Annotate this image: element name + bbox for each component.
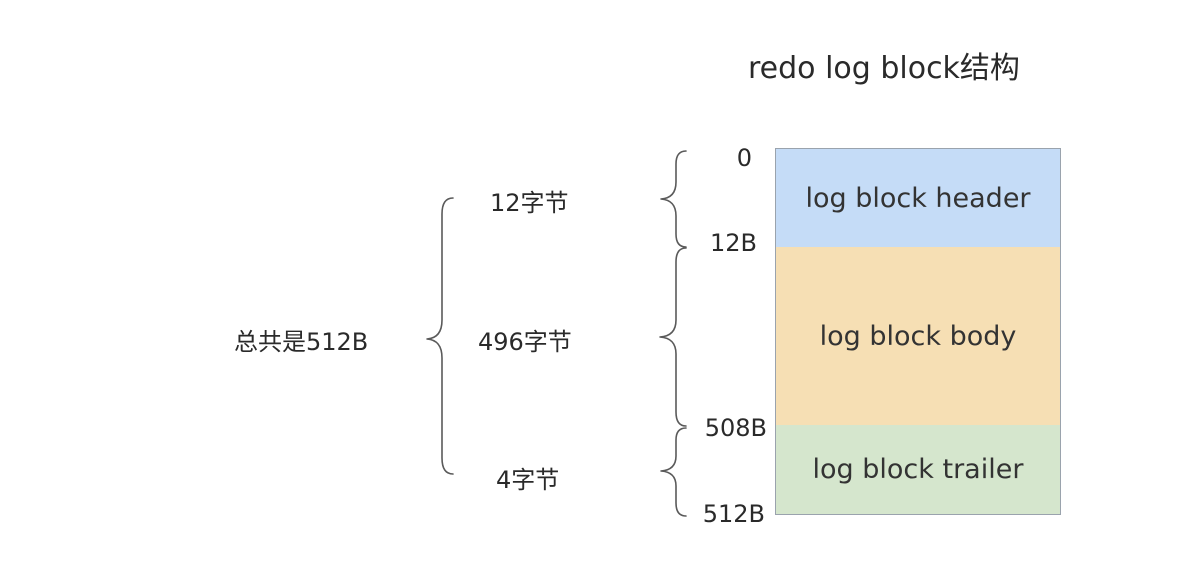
brace-body (659, 247, 687, 427)
brace-total (426, 197, 454, 475)
diagram-title: redo log block结构 (748, 51, 1020, 86)
size-label-header: 12字节 (490, 189, 569, 217)
log-block-header: log block header (775, 148, 1061, 248)
total-size-label: 总共是512B (234, 328, 369, 356)
offset-508b: 508B (704, 414, 767, 442)
offset-512b: 512B (702, 500, 765, 528)
size-label-body: 496字节 (478, 328, 572, 356)
size-label-trailer: 4字节 (496, 466, 560, 494)
offset-0: 0 (736, 144, 752, 172)
offset-12b: 12B (709, 229, 757, 257)
log-block-trailer: log block trailer (775, 425, 1061, 515)
log-block-body-label: log block body (819, 320, 1017, 352)
log-block-header-label: log block header (805, 182, 1031, 214)
log-block-body: log block body (775, 247, 1061, 426)
log-block-trailer-label: log block trailer (812, 454, 1024, 485)
